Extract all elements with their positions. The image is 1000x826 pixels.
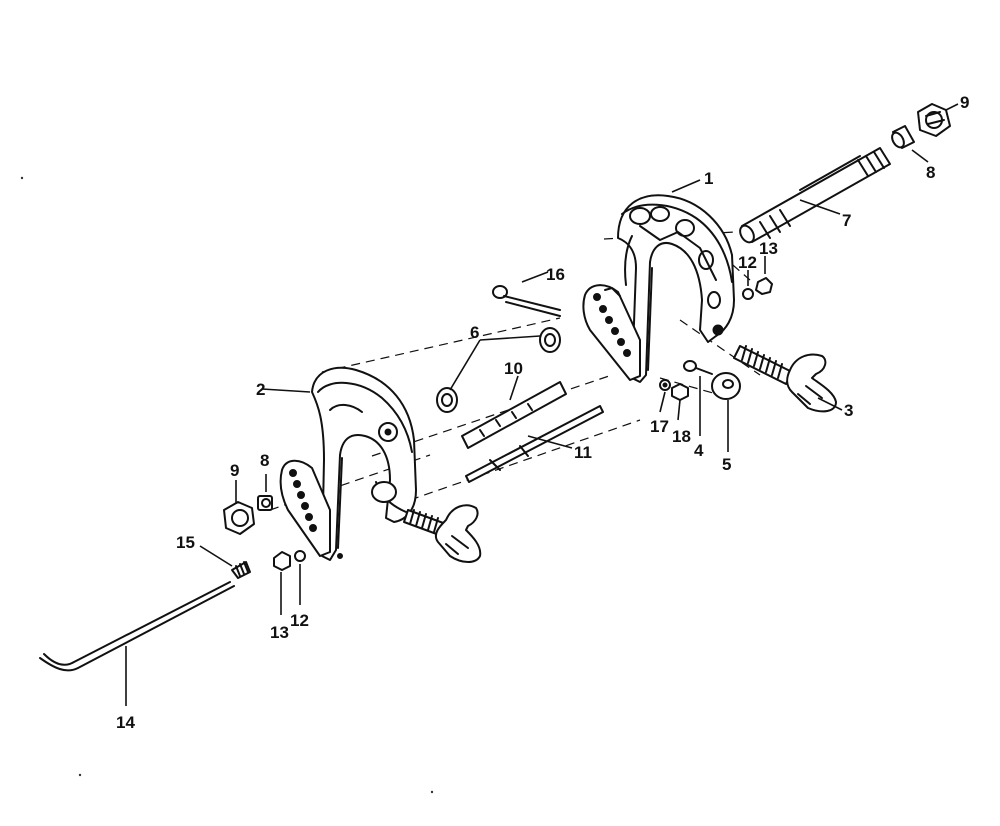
callout-13-top: 13 bbox=[759, 239, 778, 258]
callout-9-front: 9 bbox=[230, 461, 239, 480]
washer-part-17 bbox=[659, 379, 671, 391]
callout-10: 10 bbox=[504, 359, 523, 378]
bushing-part-8-front bbox=[257, 495, 273, 511]
nut-part-9-front bbox=[223, 501, 255, 535]
callout-16: 16 bbox=[546, 265, 565, 284]
nut-part-13-top bbox=[755, 277, 773, 295]
pad-part-5 bbox=[711, 372, 741, 400]
callout-1: 1 bbox=[704, 169, 713, 188]
clamp-bracket-part-1 bbox=[582, 194, 735, 383]
callout-11: 11 bbox=[574, 443, 592, 462]
callout-5: 5 bbox=[722, 455, 731, 474]
callout-12-top: 12 bbox=[738, 253, 757, 272]
callout-13-front: 13 bbox=[270, 623, 289, 642]
washer-part-6-front bbox=[436, 387, 458, 413]
washer-part-12-front bbox=[294, 550, 306, 562]
callout-17: 17 bbox=[650, 417, 669, 436]
tube-part-7 bbox=[739, 147, 891, 244]
washer-part-12-top bbox=[742, 288, 754, 300]
bolt-part-16 bbox=[492, 285, 561, 317]
callout-2: 2 bbox=[256, 380, 265, 399]
nut-part-13-front bbox=[273, 551, 291, 571]
callout-14: 14 bbox=[116, 713, 135, 732]
callout-7: 7 bbox=[842, 211, 851, 230]
scan-specks bbox=[20, 176, 434, 794]
callout-18: 18 bbox=[672, 427, 691, 446]
clamp-bracket-part-2 bbox=[279, 366, 417, 561]
nut-part-9-top bbox=[917, 103, 951, 137]
callout-3: 3 bbox=[844, 401, 853, 420]
nut-part-18 bbox=[671, 383, 689, 401]
tilt-pin-part-14 bbox=[39, 581, 235, 672]
callout-8-top: 8 bbox=[926, 163, 935, 182]
callout-labels: 1 2 3 4 5 6 7 8 8 9 9 10 11 12 12 13 13 … bbox=[116, 93, 969, 732]
rod-part-11 bbox=[465, 405, 604, 483]
bushing-part-8-top bbox=[891, 125, 915, 149]
callout-4: 4 bbox=[694, 441, 704, 460]
spacer-part-10 bbox=[461, 381, 567, 449]
callout-12-front: 12 bbox=[290, 611, 309, 630]
callout-15: 15 bbox=[176, 533, 195, 552]
callout-6: 6 bbox=[470, 323, 479, 342]
bolt-part-4 bbox=[683, 360, 713, 375]
callout-8-front: 8 bbox=[260, 451, 269, 470]
callout-9-top: 9 bbox=[960, 93, 969, 112]
callout-leader-lines bbox=[125, 103, 959, 706]
spring-part-15 bbox=[231, 561, 251, 579]
clamp-screw-part-3 bbox=[733, 345, 837, 413]
clamp-screw-front bbox=[403, 504, 482, 563]
washer-part-6-rear bbox=[539, 327, 561, 353]
